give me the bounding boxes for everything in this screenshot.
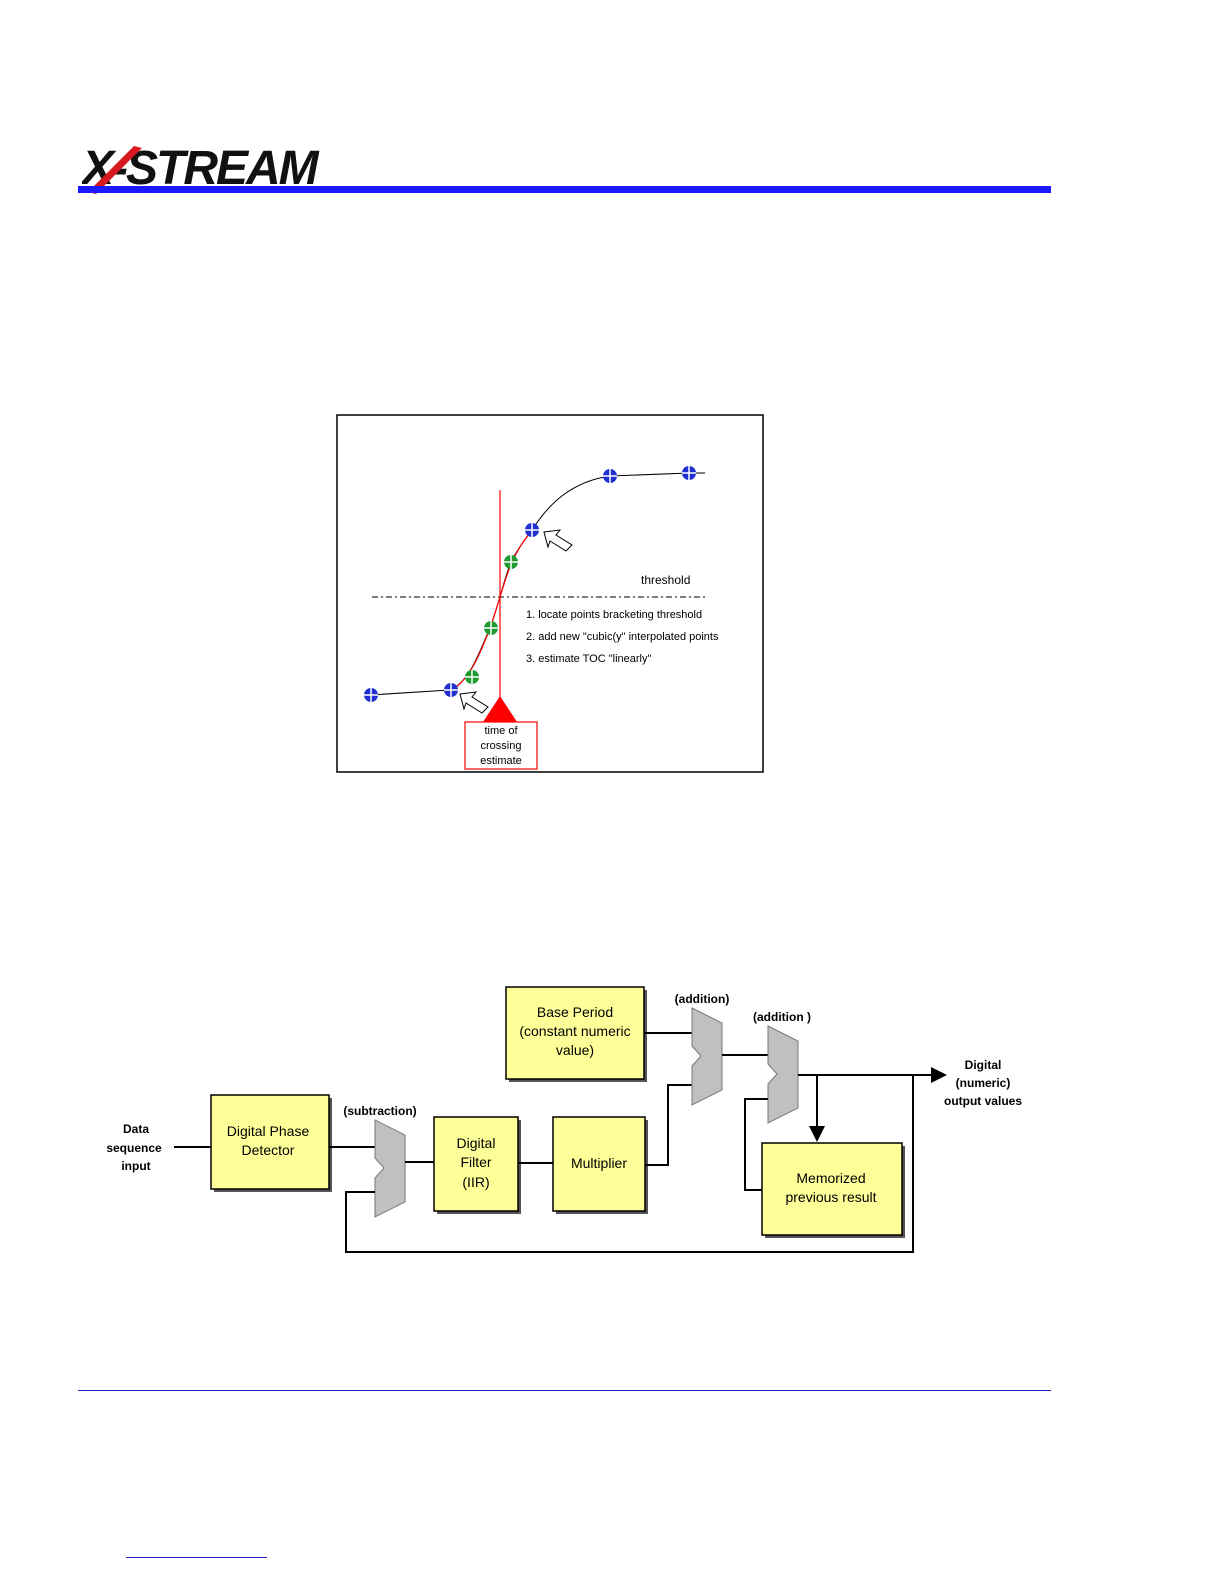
filter-label-1: Digital bbox=[457, 1135, 496, 1151]
logo-x-swoosh bbox=[88, 146, 142, 194]
multiplier-box bbox=[552, 1116, 646, 1212]
step-1: 1. locate points bracketing threshold bbox=[526, 609, 702, 621]
estimate-label-3: estimate bbox=[480, 755, 522, 767]
filter-box bbox=[433, 1116, 519, 1212]
wire bbox=[744, 1098, 768, 1191]
estimate-label-2: crossing bbox=[481, 740, 522, 752]
estimate-box bbox=[464, 721, 538, 770]
phase-detector-label-2: Detector bbox=[242, 1142, 295, 1158]
output-label-2: (numeric) bbox=[956, 1076, 1011, 1090]
filter-label-3: (IIR) bbox=[462, 1174, 489, 1190]
step-2: 2. add new "cubic(y" interpolated points bbox=[526, 631, 719, 643]
input-label-1: Data bbox=[123, 1122, 149, 1136]
addition2-label: (addition ) bbox=[753, 1010, 811, 1024]
memorized-label-2: previous result bbox=[785, 1189, 876, 1205]
estimate-triangle bbox=[483, 696, 517, 722]
output-label-1: Digital bbox=[965, 1058, 1002, 1072]
input-label-3: input bbox=[121, 1159, 150, 1173]
phase-detector-label-1: Digital Phase bbox=[227, 1123, 310, 1139]
sample-point bbox=[603, 469, 617, 483]
base-period-label-3: value) bbox=[556, 1042, 594, 1058]
addition-adder-1 bbox=[691, 1007, 723, 1106]
estimate-label-1: time of bbox=[484, 725, 518, 737]
addition1-label: (addition) bbox=[675, 992, 730, 1006]
sample-point bbox=[364, 688, 378, 702]
multiplier-label: Multiplier bbox=[571, 1155, 627, 1171]
wire bbox=[645, 1084, 692, 1166]
base-period-label-1: Base Period bbox=[537, 1004, 613, 1020]
memorized-box bbox=[761, 1142, 903, 1236]
header-rule bbox=[78, 186, 1051, 193]
footer-rule bbox=[78, 1390, 1051, 1391]
phase-detector-box bbox=[210, 1094, 330, 1190]
threshold-label: threshold bbox=[641, 573, 690, 587]
interpolated-point bbox=[484, 621, 498, 635]
output-label-3: output values bbox=[944, 1094, 1022, 1108]
sample-point bbox=[682, 466, 696, 480]
addition-adder-2 bbox=[767, 1025, 799, 1124]
interpolation-curve bbox=[451, 529, 533, 691]
input-label-2: sequence bbox=[106, 1141, 162, 1155]
filter-label-2: Filter bbox=[460, 1154, 491, 1170]
sample-point bbox=[525, 523, 539, 537]
subtraction-label: (subtraction) bbox=[343, 1104, 416, 1118]
pointer-arrow-icon bbox=[543, 529, 573, 552]
feedback-wire bbox=[345, 1075, 914, 1253]
interpolated-point bbox=[504, 555, 518, 569]
step-3: 3. estimate TOC "linearly" bbox=[526, 653, 651, 665]
footer-link-underline[interactable] bbox=[126, 1557, 267, 1558]
pointer-arrow-icon bbox=[459, 691, 489, 714]
memorized-label-1: Memorized bbox=[796, 1170, 865, 1186]
subtraction-adder bbox=[374, 1119, 406, 1218]
interpolated-point bbox=[465, 670, 479, 684]
base-period-label-2: (constant numeric bbox=[519, 1023, 630, 1039]
sample-point bbox=[444, 683, 458, 697]
